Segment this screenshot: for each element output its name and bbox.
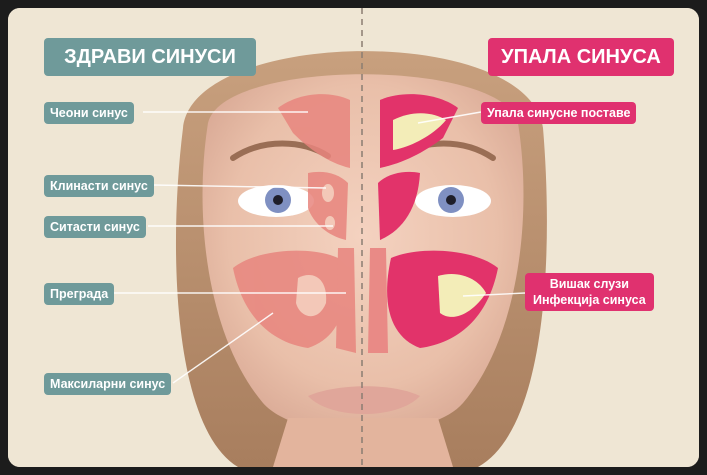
label-excess-mucus-infection: Вишак слузи Инфекција синуса — [525, 273, 654, 311]
diagram-frame: ЗДРАВИ СИНУСИ УПАЛА СИНУСА Чеони синус К… — [8, 8, 699, 467]
label-maxillary-sinus: Максиларни синус — [44, 373, 171, 395]
face — [203, 74, 524, 433]
label-ethmoid-sinus: Ситасти синус — [44, 216, 146, 238]
septum — [336, 248, 356, 353]
label-sphenoid-sinus: Клинасти синус — [44, 175, 154, 197]
label-sinus-mucosa-inflammation: Упала синусне поставе — [481, 102, 636, 124]
neck — [273, 418, 453, 467]
label-septum: Преграда — [44, 283, 114, 305]
label-frontal-sinus: Чеони синус — [44, 102, 134, 124]
healthy-sinuses-title: ЗДРАВИ СИНУСИ — [44, 38, 256, 76]
inflamed-sinuses-title: УПАЛА СИНУСА — [488, 38, 674, 76]
